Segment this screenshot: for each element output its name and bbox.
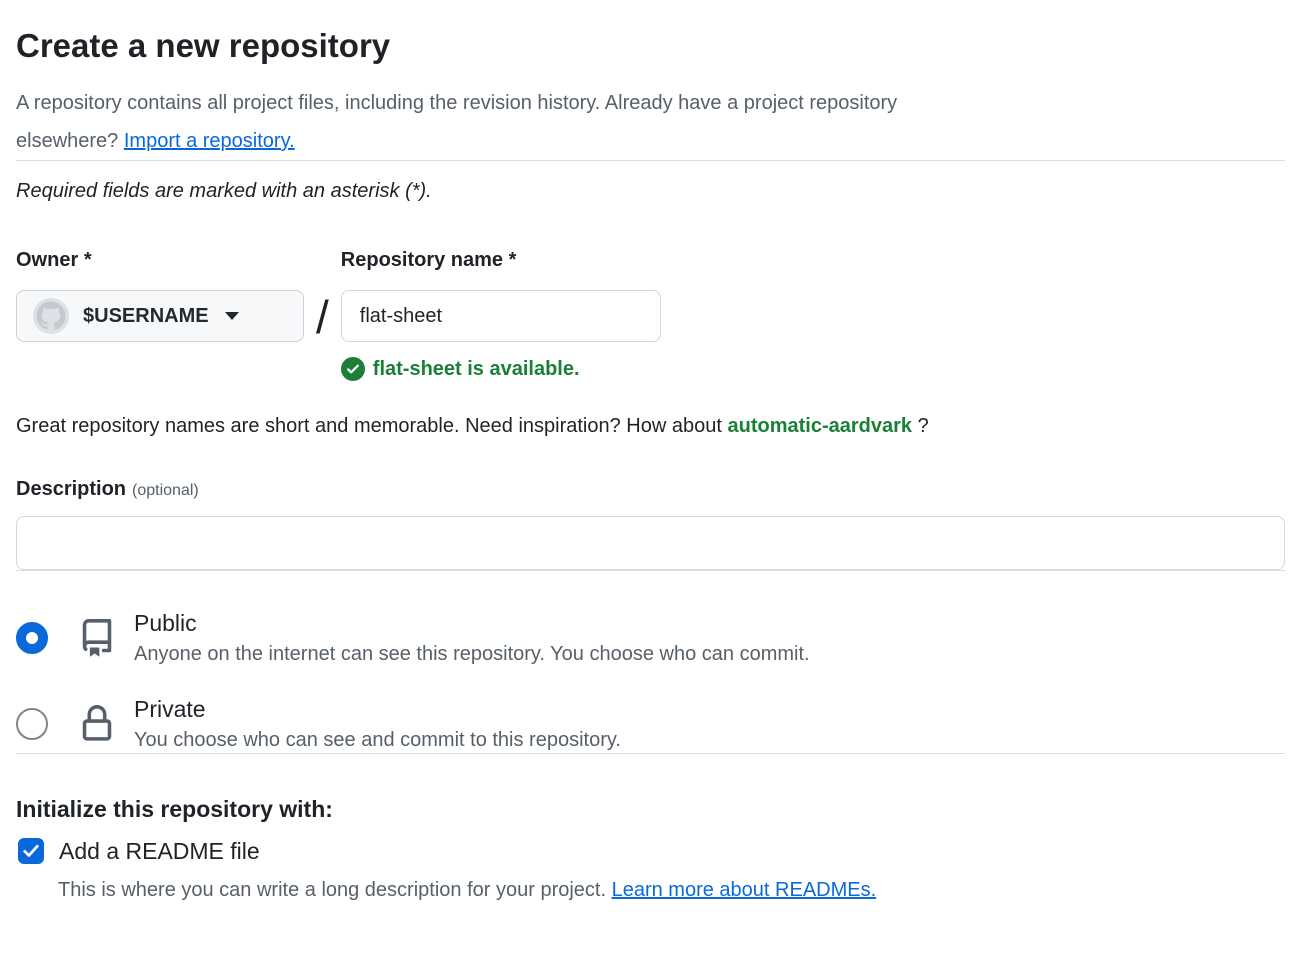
intro-line2: elsewhere? [16,130,118,152]
repository-name-input[interactable] [341,290,661,342]
description-optional-label: (optional) [132,482,199,499]
initialize-heading: Initialize this repository with: [16,795,1285,823]
suggestion-question-mark: ? [918,415,929,437]
private-option-description: You choose who can see and commit to thi… [134,727,621,753]
private-option-text: Private You choose who can see and commi… [134,695,621,753]
checkmark-icon [22,842,40,860]
readme-help-text: This is where you can write a long descr… [58,877,1285,903]
repository-name-label: Repository name * [341,247,661,273]
repo-required-asterisk: * [509,249,517,271]
add-readme-label: Add a README file [59,837,260,865]
availability-status: flat-sheet is available. [341,356,661,382]
public-radio[interactable] [16,622,48,654]
description-label: Description(optional) [16,476,1285,504]
name-suggestion-text: Great repository names are short and mem… [16,412,1285,440]
public-option-text: Public Anyone on the internet can see th… [134,609,810,667]
divider [16,160,1285,161]
add-readme-checkbox[interactable] [18,838,44,864]
owner-repo-row: Owner * $USERNAME / Repository name * [16,247,1285,382]
private-option-label: Private [134,695,621,723]
intro-text: A repository contains all project files,… [16,84,1285,160]
check-circle-icon [341,357,365,381]
public-option-label: Public [134,609,810,637]
import-repository-link[interactable]: Import a repository. [124,130,295,152]
description-input[interactable] [16,516,1285,570]
owner-repo-separator: / [316,291,329,343]
owner-required-asterisk: * [84,249,92,271]
page-title: Create a new repository [16,26,1285,66]
initialize-section: Initialize this repository with: Add a R… [16,754,1285,903]
availability-message: flat-sheet is available. [373,356,580,382]
lock-icon [78,705,116,743]
caret-down-icon [225,312,239,320]
owner-field: Owner * $USERNAME [16,247,304,342]
divider [16,570,1285,571]
public-option-description: Anyone on the internet can see this repo… [134,641,810,667]
owner-value: $USERNAME [83,305,209,328]
owner-label: Owner * [16,247,304,273]
intro-line1: A repository contains all project files,… [16,92,897,114]
create-repository-page: Create a new repository A repository con… [0,0,1298,923]
owner-avatar [33,298,69,334]
private-radio[interactable] [16,708,48,740]
repo-book-icon [78,619,116,657]
github-avatar-icon [33,298,69,334]
repository-name-field: Repository name * flat-sheet is availabl… [341,247,661,382]
add-readme-row[interactable]: Add a README file [18,837,1285,865]
public-option[interactable]: Public Anyone on the internet can see th… [16,609,1285,667]
required-fields-note: Required fields are marked with an aster… [16,177,1285,205]
suggested-repo-name[interactable]: automatic-aardvark [727,415,912,437]
learn-more-readmes-link[interactable]: Learn more about READMEs. [612,879,877,901]
description-field: Description(optional) [16,476,1285,570]
private-option[interactable]: Private You choose who can see and commi… [16,695,1285,753]
owner-dropdown-button[interactable]: $USERNAME [16,290,304,342]
